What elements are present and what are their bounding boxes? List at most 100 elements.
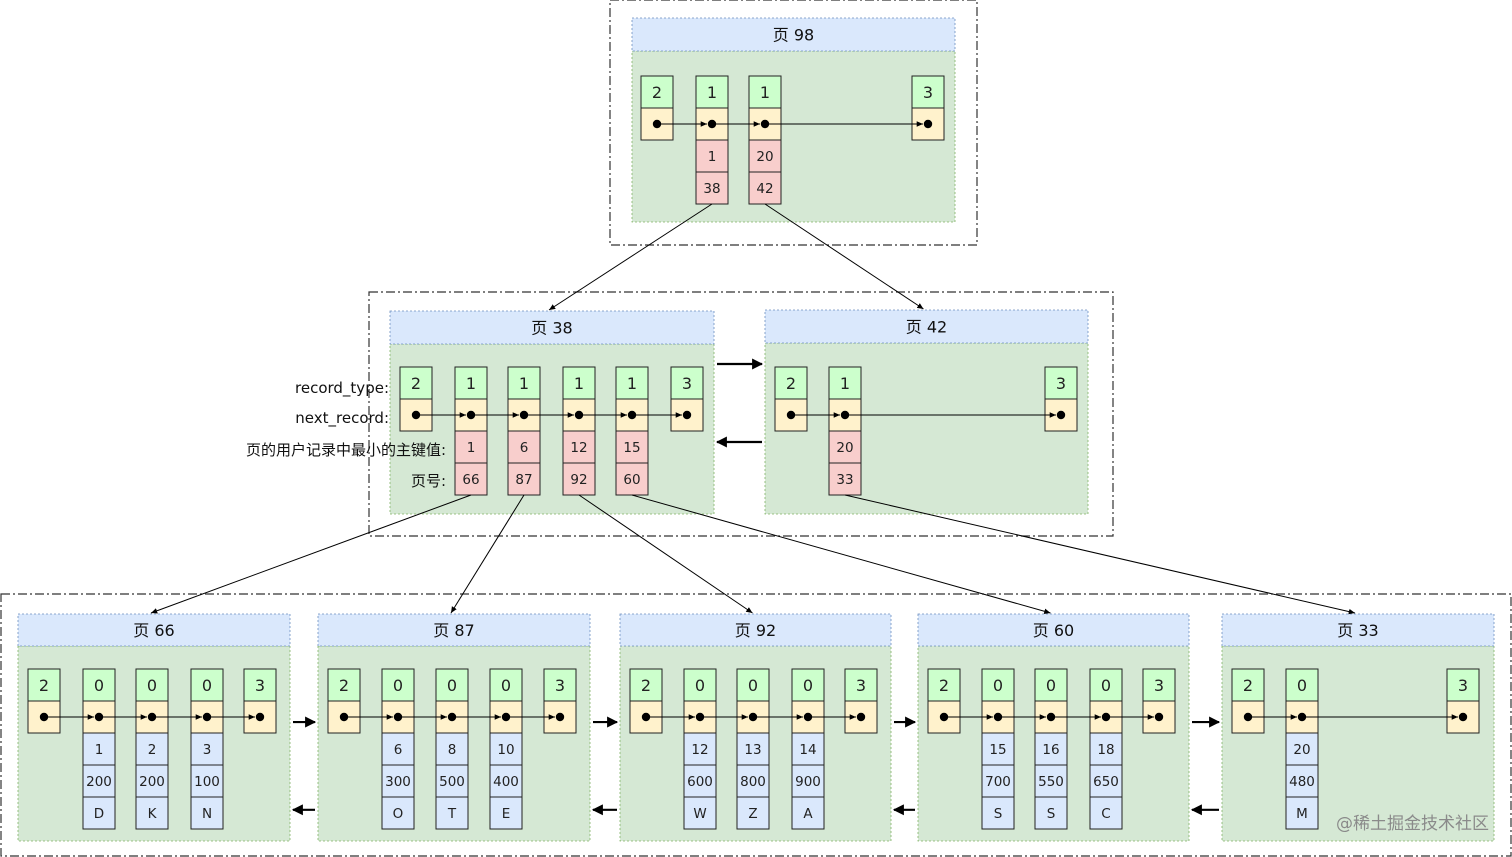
record-type-cell [243,668,277,702]
page-title: 页 92 [735,621,776,640]
record: 2 [327,668,361,734]
page-title: 页 98 [773,26,814,45]
record-value: 200 [86,774,112,790]
pointer-dot [707,119,717,129]
record-value-cell [1034,764,1068,798]
page-header [389,310,715,345]
record-type-cell [1044,366,1078,400]
pointer-dot [574,410,584,420]
record-type-value: 0 [447,676,457,695]
record-value: 66 [462,472,479,488]
record-value-cell [748,171,782,205]
level-frame-leaf [0,593,1512,857]
record-type-cell [683,668,717,702]
field-label-min-key: 页的用户记录中最小的主键值: [246,441,446,459]
record-type-cell [454,366,488,400]
record-value: 600 [687,774,713,790]
pointer-dot [447,712,457,722]
record: 3 [1044,366,1078,432]
record-value: 480 [1289,774,1315,790]
record-type-cell [981,668,1015,702]
pointer-dot [411,410,421,420]
record: 3 [911,75,945,141]
record-value-cell [435,764,469,798]
pointer-dot [1458,712,1468,722]
record-type-cell [629,668,663,702]
record: 2 [1231,668,1265,734]
record-value-cell [135,764,169,798]
pointer-dot [993,712,1003,722]
record: 3 [1446,668,1480,734]
record-type-value: 2 [339,676,349,695]
record-value: 650 [1093,774,1119,790]
record-value-cell [82,732,116,766]
record-type-value: 3 [1056,374,1066,393]
record-value: 12 [691,742,708,758]
record-value-cell [1089,732,1123,766]
record-type-value: 1 [627,374,637,393]
record-value-cell [828,430,862,464]
record-value: Z [748,806,757,822]
record-type-cell [1446,668,1480,702]
record-type-value: 3 [555,676,565,695]
record-value: 100 [194,774,220,790]
record-value: 14 [799,742,816,758]
record-value: M [1296,806,1308,822]
pointer-dot [1056,410,1066,420]
record-value-cell [135,796,169,830]
record-type-cell [399,366,433,400]
record-type-value: 0 [501,676,511,695]
record-value-cell [135,732,169,766]
pointer-dot [803,712,813,722]
field-label-page-number: 页号: [411,472,446,490]
record-value: 10 [497,742,514,758]
record-value: 12 [570,440,587,456]
child-pointer-arrow [548,203,713,311]
record-value-cell [82,796,116,830]
record-type-cell [828,366,862,400]
record-type-value: 2 [939,676,949,695]
pointer-dot [1046,712,1056,722]
record-value-cell [190,796,224,830]
record-value: 16 [1042,742,1059,758]
record-type-value: 1 [840,374,850,393]
page-title: 页 42 [906,318,947,337]
field-label-next-record: next_record: [295,409,389,428]
record-type-value: 1 [760,83,770,102]
pointer-dot [1243,712,1253,722]
record-value-cell [381,764,415,798]
record-value: 18 [1097,742,1114,758]
pointer-dot [339,712,349,722]
record-value-cell [683,732,717,766]
record-type-value: 0 [202,676,212,695]
record-value-cell [615,430,649,464]
record-value-cell [791,796,825,830]
record-value: 800 [740,774,766,790]
record-type-value: 2 [786,374,796,393]
page-title: 页 87 [433,621,474,640]
record-value: 2 [148,742,157,758]
record-value: 38 [703,181,720,197]
record-type-value: 2 [1243,676,1253,695]
record-type-cell [615,366,649,400]
record-type-cell [1089,668,1123,702]
record: 3 [543,668,577,734]
record-value: A [803,806,813,822]
pointer-dot [641,712,651,722]
page-header [917,613,1190,647]
